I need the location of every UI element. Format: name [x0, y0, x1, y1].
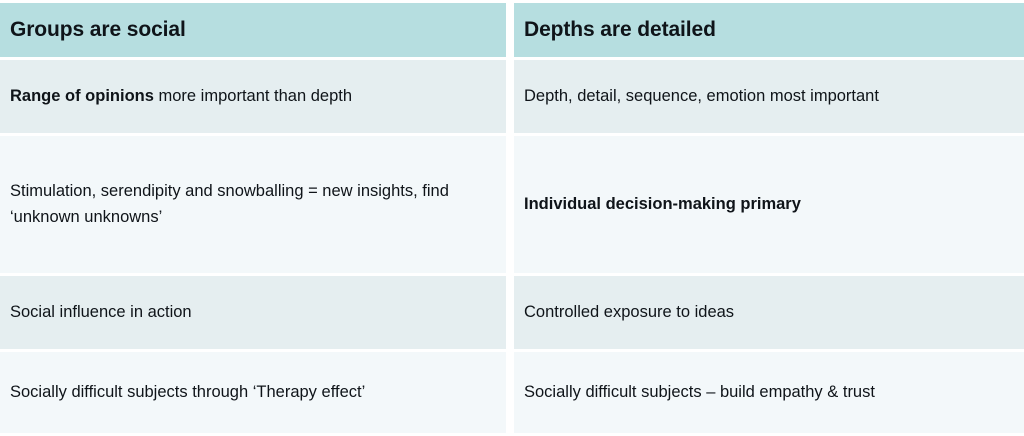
table-cell-depths-2: Individual decision-making primary [514, 136, 1024, 273]
table-cell-depths-4: Socially difficult subjects – build empa… [514, 352, 1024, 433]
table-header-row: Groups are social Depths are detailed [0, 3, 1024, 57]
cell-text-groups-2: Stimulation, serendipity and snowballing… [10, 181, 449, 226]
cell-text-depths-3: Controlled exposure to ideas [524, 302, 735, 321]
table-row: Stimulation, serendipity and snowballing… [0, 133, 1024, 273]
table-cell-depths-3: Controlled exposure to ideas [514, 276, 1024, 349]
cell-text-groups-1-lead: Range of opinions [10, 86, 154, 105]
table-row: Socially difficult subjects through ‘The… [0, 349, 1024, 433]
column-header-label-depths: Depths are detailed [524, 18, 716, 41]
cell-text-groups-3: Social influence in action [10, 302, 192, 321]
table-cell-groups-1: Range of opinions more important than de… [0, 60, 506, 133]
column-header-label-groups: Groups are social [10, 18, 186, 41]
table-cell-depths-1: Depth, detail, sequence, emotion most im… [514, 60, 1024, 133]
cell-text-groups-1: Range of opinions more important than de… [10, 84, 352, 110]
cell-text-groups-4: Socially difficult subjects through ‘The… [10, 382, 366, 401]
table-row: Social influence in action Controlled ex… [0, 273, 1024, 349]
table-header-cell-depths: Depths are detailed [514, 3, 1024, 57]
cell-text-groups-1-rest: more important than depth [153, 86, 353, 105]
cell-text-depths-2: Individual decision-making primary [524, 194, 801, 213]
table-cell-groups-2: Stimulation, serendipity and snowballing… [0, 136, 506, 273]
table-row: Range of opinions more important than de… [0, 57, 1024, 133]
table-header-cell-groups: Groups are social [0, 3, 506, 57]
table-cell-groups-3: Social influence in action [0, 276, 506, 349]
table-cell-groups-4: Socially difficult subjects through ‘The… [0, 352, 506, 433]
cell-text-depths-1: Depth, detail, sequence, emotion most im… [524, 86, 879, 105]
cell-text-depths-4: Socially difficult subjects – build empa… [524, 382, 875, 401]
